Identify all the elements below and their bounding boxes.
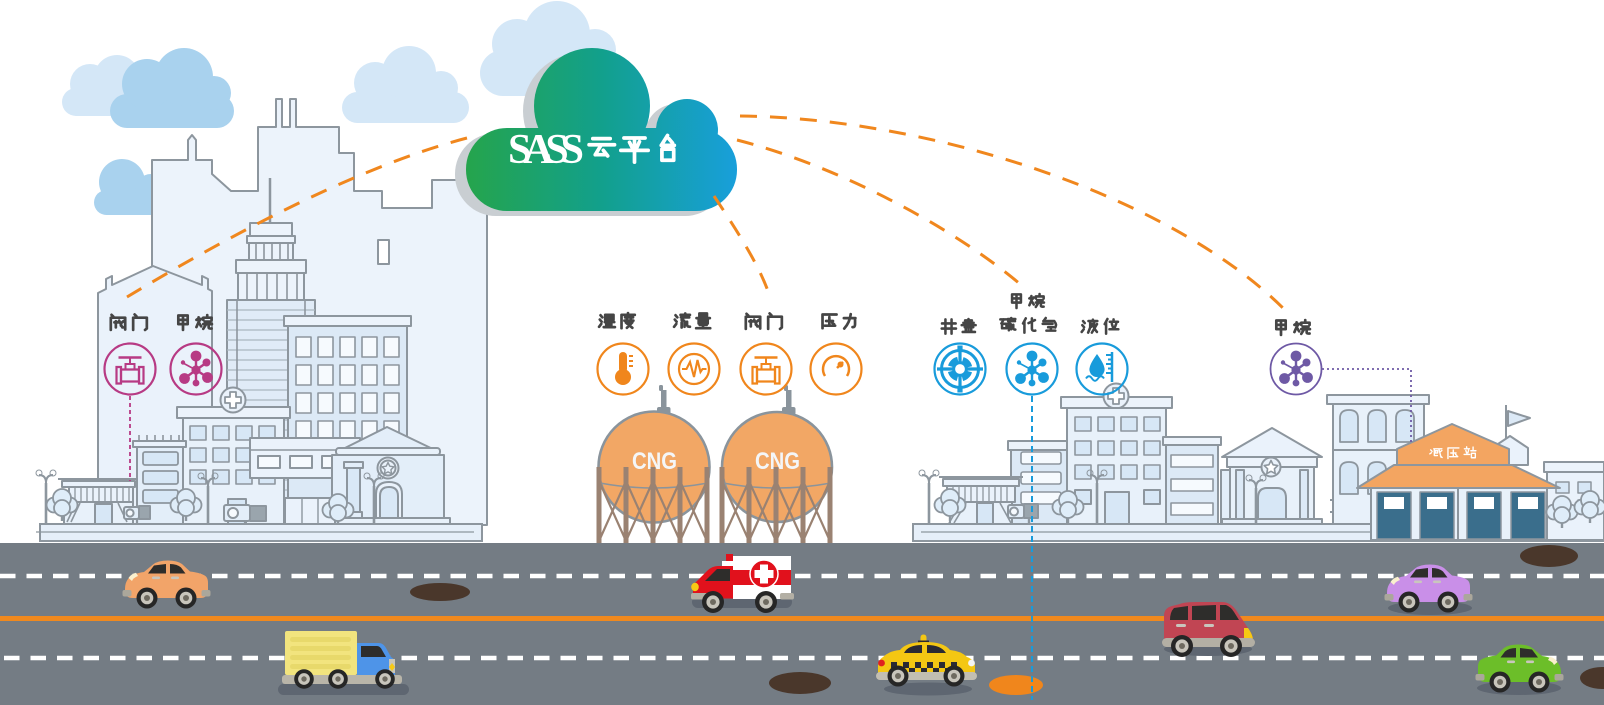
- svg-text:SASS: SASS: [508, 127, 584, 173]
